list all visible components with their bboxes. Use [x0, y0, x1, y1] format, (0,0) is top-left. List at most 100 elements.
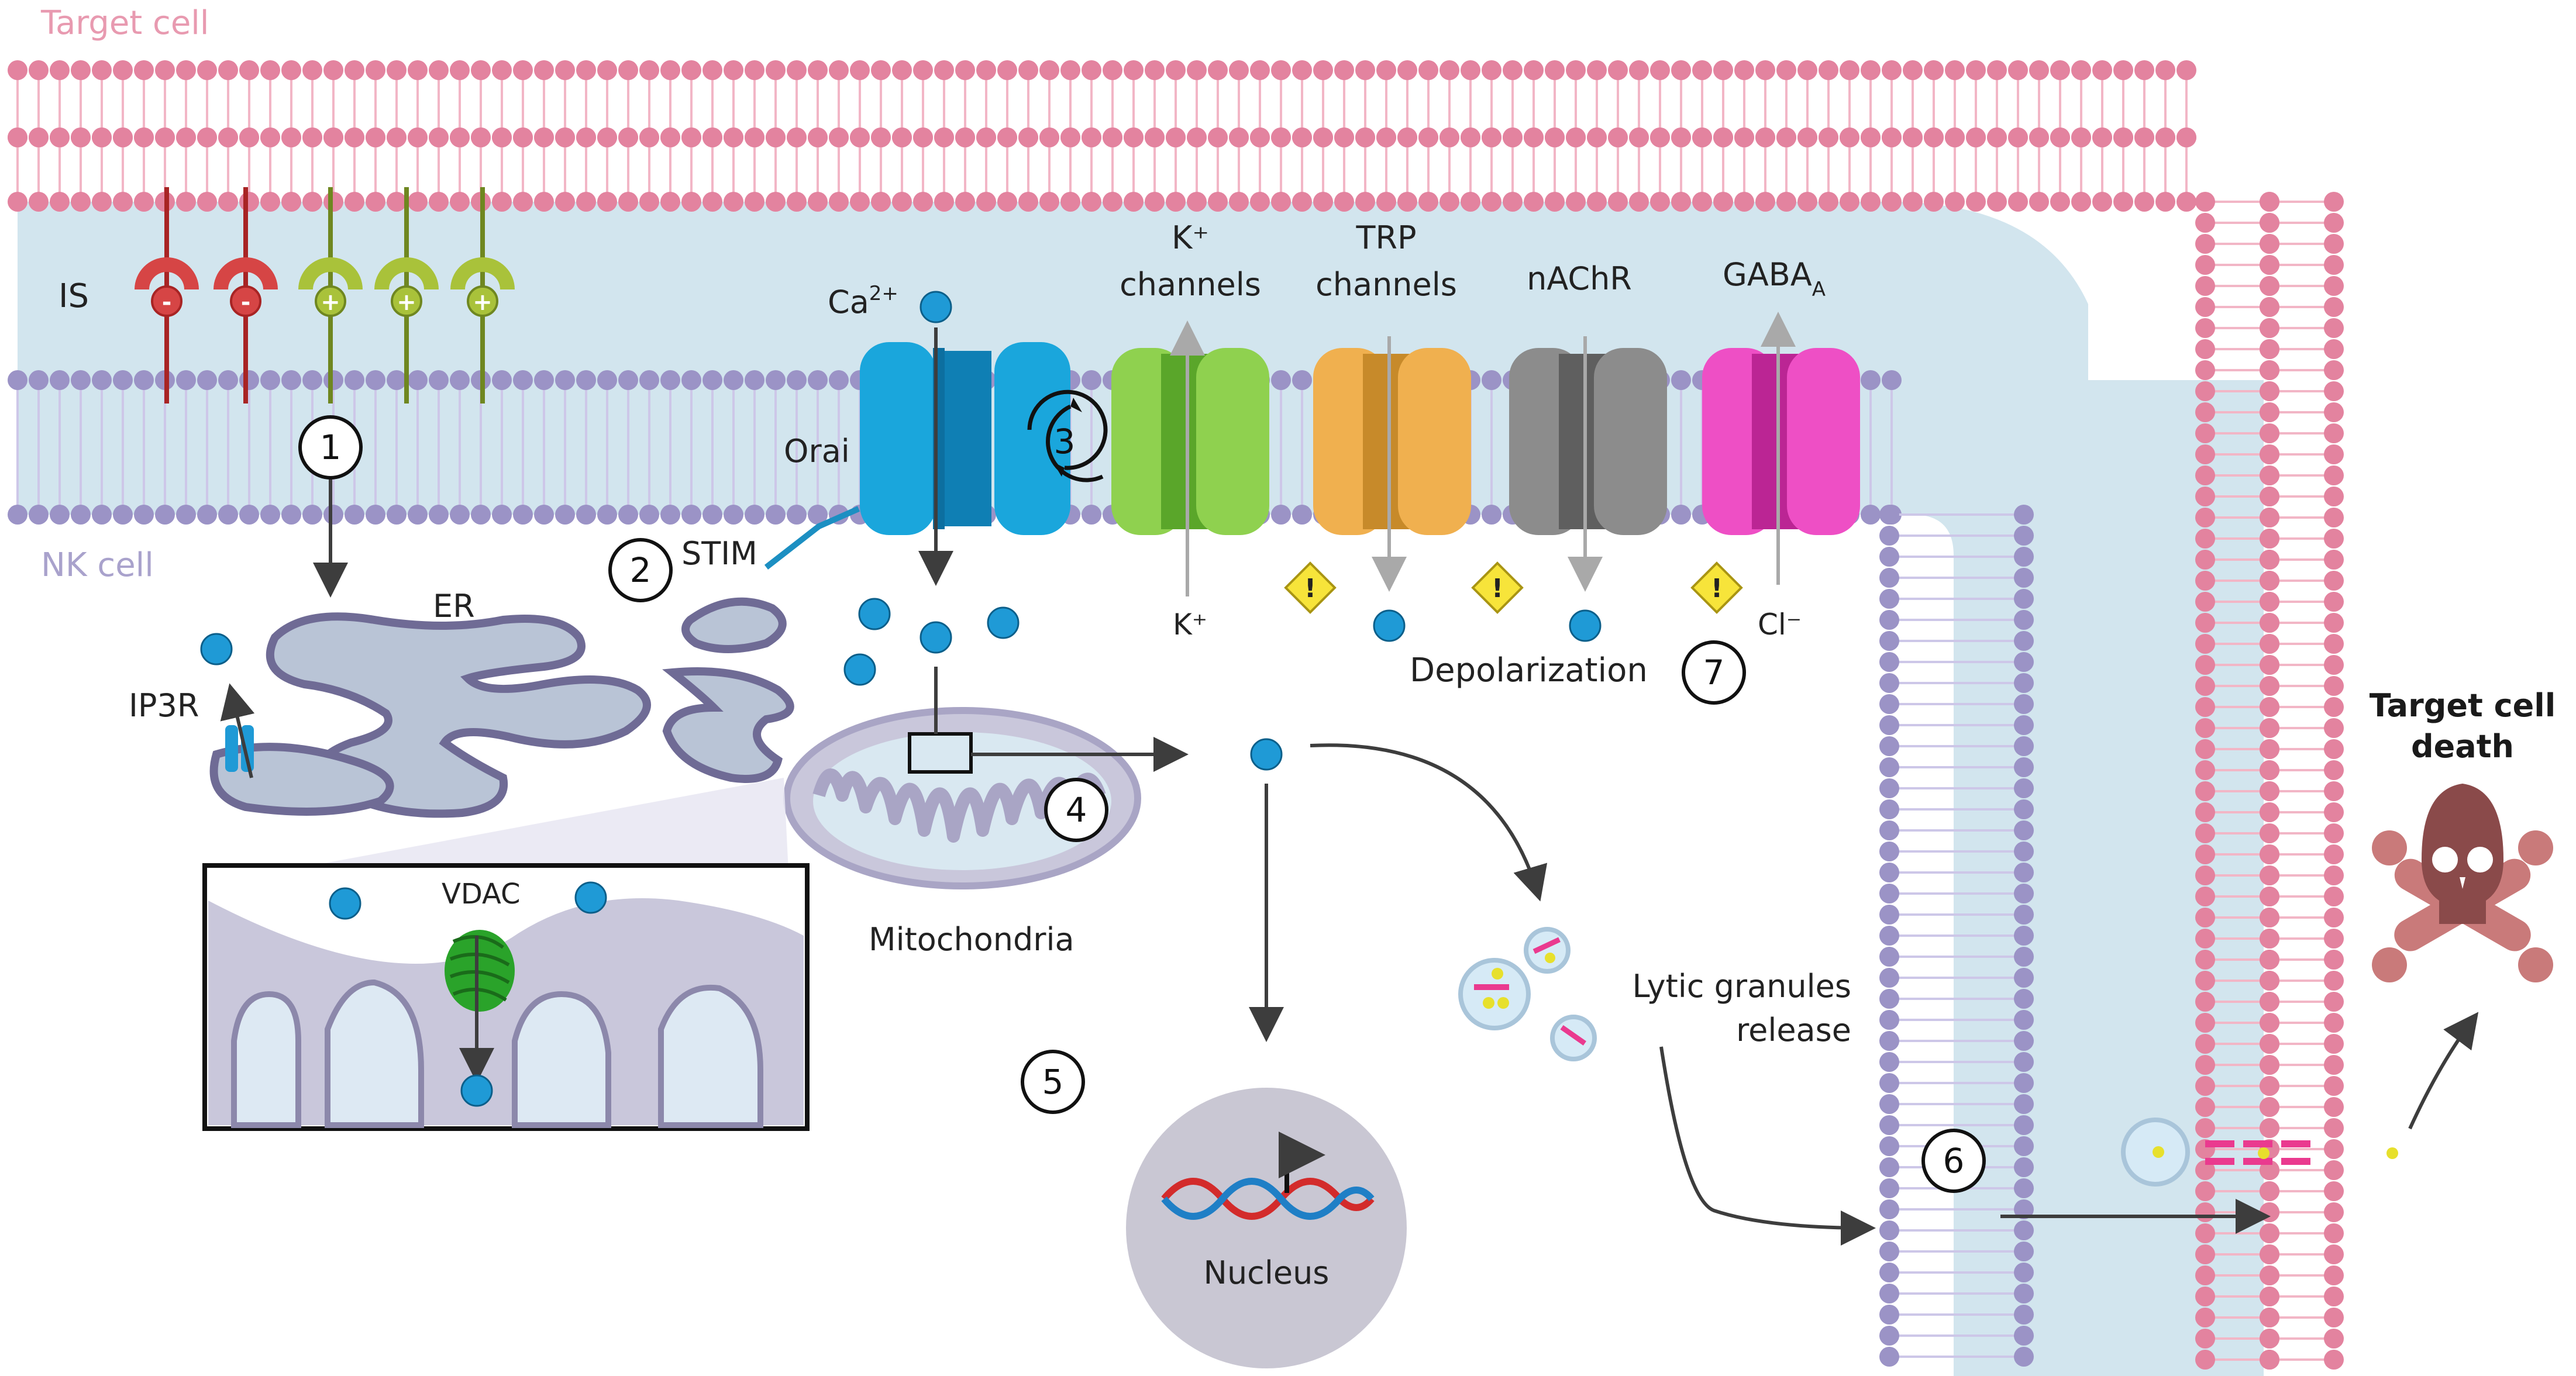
nk-membrane-head [702, 505, 722, 525]
nk-membrane-head [555, 370, 575, 390]
target-membrane-head [2260, 592, 2279, 612]
ca-ion [460, 1074, 493, 1107]
target-membrane-head [1124, 60, 1144, 80]
target-membrane-head [660, 192, 680, 212]
target-membrane-head [2195, 655, 2215, 675]
target-membrane-head [1924, 192, 1944, 212]
step-marker-3: 3 [1054, 422, 1076, 461]
target-membrane-head [450, 60, 470, 80]
target-membrane-head [1292, 192, 1312, 212]
target-membrane-head [2260, 823, 2279, 843]
nk-membrane-head [92, 505, 112, 525]
target-membrane-head [113, 60, 133, 80]
target-membrane-head [323, 127, 343, 147]
target-membrane-head [913, 192, 933, 212]
target-membrane-head [92, 60, 112, 80]
target-membrane-head [2324, 1013, 2344, 1033]
target-membrane-head [2195, 339, 2215, 359]
target-membrane-head [1039, 192, 1059, 212]
target-membrane-head [997, 60, 1017, 80]
target-membrane-head [2260, 1329, 2279, 1349]
nk-membrane-head [113, 505, 133, 525]
nk-membrane-head [176, 505, 196, 525]
target-membrane-head [2324, 1202, 2344, 1222]
nk-membrane-head [155, 505, 175, 525]
stim-label: STIM [681, 535, 757, 572]
nk-membrane-head [787, 505, 807, 525]
death-arrow [2408, 1012, 2479, 1130]
nk-membrane-head [218, 370, 238, 390]
target-membrane-head [745, 127, 764, 147]
nk-membrane-head [660, 505, 680, 525]
target-membrane-head [2260, 908, 2279, 927]
nk-membrane-head [2014, 631, 2034, 651]
target-membrane-head [1355, 60, 1375, 80]
nk-membrane-head [2014, 1031, 2034, 1051]
target-membrane-head [1334, 192, 1354, 212]
nk-membrane-head [1879, 1178, 1899, 1198]
nk-membrane-head [29, 505, 49, 525]
target-membrane-head [2260, 1244, 2279, 1264]
nk-membrane-head [50, 505, 70, 525]
nk-membrane-head [1879, 715, 1899, 735]
target-membrane-head [323, 192, 343, 212]
target-membrane-head [8, 60, 27, 80]
nk-membrane-head [2014, 1284, 2034, 1303]
target-membrane-head [2195, 697, 2215, 717]
nk-membrane-head [2014, 1347, 2034, 1367]
target-membrane-head [597, 127, 617, 147]
nk-membrane-head [239, 370, 259, 390]
stim-link [764, 506, 860, 570]
target-membrane-head [1208, 127, 1228, 147]
nk-membrane-head [724, 370, 743, 390]
target-membrane-head [871, 192, 891, 212]
nk-membrane-head [302, 370, 322, 390]
nk-membrane-head [576, 370, 596, 390]
target-membrane-head [2260, 234, 2279, 254]
target-membrane-head [1819, 127, 1838, 147]
target-membrane-head [1482, 127, 1501, 147]
target-membrane-head [787, 127, 807, 147]
nk-membrane-head [197, 505, 217, 525]
target-membrane-head [534, 127, 554, 147]
target-membrane-head [281, 127, 301, 147]
nk-membrane-head [1482, 370, 1501, 390]
nk-membrane-head [2014, 905, 2034, 925]
nk-membrane-head [702, 370, 722, 390]
nk-membrane-head [1879, 1136, 1899, 1156]
target-membrane-head [850, 127, 870, 147]
nk-membrane-head [176, 370, 196, 390]
target-membrane-head [1945, 192, 1965, 212]
target-membrane-head [239, 127, 259, 147]
ion-markers [200, 291, 1602, 1107]
trp-label-line2: channels [1315, 266, 1457, 303]
target-membrane-head [1018, 127, 1038, 147]
target-membrane-head [1060, 60, 1080, 80]
target-membrane-head [2260, 192, 2279, 212]
nk-membrane-head [808, 505, 828, 525]
target-membrane-head [2195, 887, 2215, 906]
target-membrane-head [997, 127, 1017, 147]
target-membrane-head [660, 127, 680, 147]
vdac-protein [445, 930, 515, 1012]
target-membrane-head [1503, 127, 1523, 147]
nk-membrane-head [639, 370, 659, 390]
nk-membrane-head [281, 370, 301, 390]
target-membrane-head [2195, 1097, 2215, 1117]
target-membrane-head [1166, 60, 1186, 80]
nk-membrane-head [681, 370, 701, 390]
ca-ion [987, 606, 1020, 639]
target-membrane-head [2260, 950, 2279, 970]
target-membrane-head [2195, 676, 2215, 696]
gaba-label: GABAA [1723, 256, 1826, 301]
target-membrane-head [2260, 487, 2279, 506]
nk-membrane-head [1879, 1010, 1899, 1030]
nk-membrane-head [2014, 989, 2034, 1009]
target-membrane-head [71, 60, 91, 80]
target-membrane-head [2113, 192, 2133, 212]
target-membrane-head [1545, 127, 1565, 147]
nk-membrane-head [1879, 1094, 1899, 1114]
target-membrane-head [808, 192, 828, 212]
target-membrane-head [2050, 192, 2070, 212]
target-membrane-head [134, 127, 154, 147]
